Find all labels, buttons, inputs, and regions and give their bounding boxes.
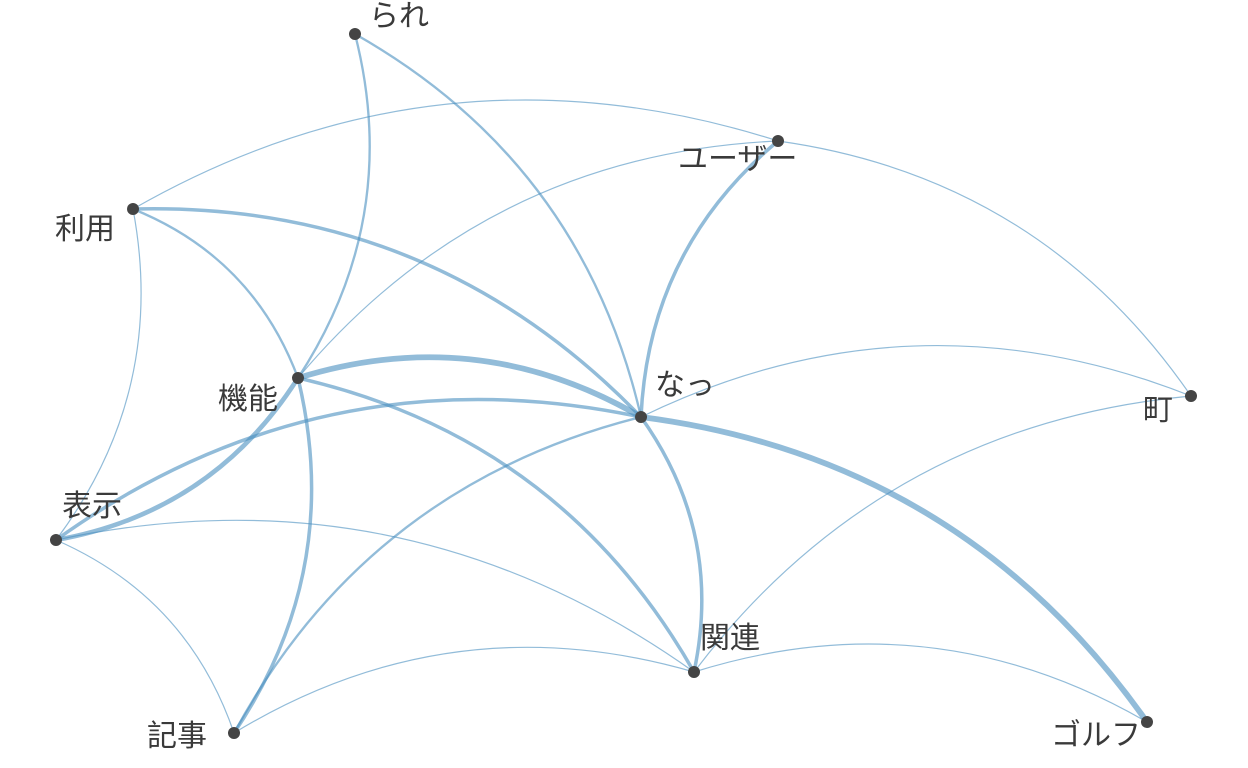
node-dot [228, 727, 240, 739]
node-natt: なっ [635, 368, 715, 423]
node-machi: 町 [1143, 390, 1197, 428]
edge-hyouji-kanren [55, 519, 695, 673]
node-hyouji: 表示 [50, 489, 122, 546]
node-label: られ [369, 0, 429, 34]
node-label: なっ [655, 368, 715, 403]
edge-riyou-kinou [131, 207, 300, 380]
edge-natt-golf [638, 414, 1150, 725]
edge-kinou-kanren [296, 376, 696, 674]
node-kiji: 記事 [147, 719, 240, 754]
node-dot [772, 135, 784, 147]
edge-kinou-hyouji [53, 375, 301, 543]
edge-user-machi [777, 140, 1192, 397]
node-dot [292, 372, 304, 384]
node-dot [127, 203, 139, 215]
edge-natt-user [639, 139, 780, 419]
edge-hyouji-natt [54, 397, 643, 542]
edge-riyou-hyouji [55, 208, 142, 541]
node-golf: ゴルフ [1051, 716, 1153, 753]
edge-hyouji-kiji [55, 539, 235, 734]
edge-natt-machi [640, 345, 1192, 418]
edge-kiji-kanren [233, 646, 695, 734]
node-dot [635, 411, 647, 423]
node-label: ユーザー [678, 142, 797, 177]
node-dot [50, 534, 62, 546]
node-label: 表示 [62, 489, 122, 524]
node-rare: られ [349, 0, 429, 40]
node-riyou: 利用 [55, 203, 139, 247]
node-dot [1141, 716, 1153, 728]
node-kinou: 機能 [218, 372, 304, 417]
node-label: 利用 [55, 212, 115, 247]
node-dot [1185, 390, 1197, 402]
edge-riyou-natt [131, 206, 643, 419]
node-user: ユーザー [678, 135, 797, 177]
node-label: ゴルフ [1051, 718, 1141, 753]
edge-kiji-natt [232, 415, 643, 735]
edge-rare-kinou [296, 32, 371, 380]
node-dot [688, 666, 700, 678]
node-dot [349, 28, 361, 40]
node-label: 記事 [147, 719, 207, 754]
node-label: 機能 [218, 382, 278, 417]
node-kanren: 関連 [688, 621, 760, 678]
edge-kanren-golf [693, 643, 1148, 723]
edge-natt-kanren [639, 415, 704, 674]
edge-kinou-natt [295, 354, 644, 420]
node-label: 関連 [700, 621, 760, 656]
edge-riyou-user [132, 99, 779, 210]
edge-kanren-machi [693, 395, 1192, 673]
edge-kinou-user [297, 140, 779, 379]
node-label: 町 [1143, 393, 1173, 428]
edges-layer [53, 32, 1192, 735]
